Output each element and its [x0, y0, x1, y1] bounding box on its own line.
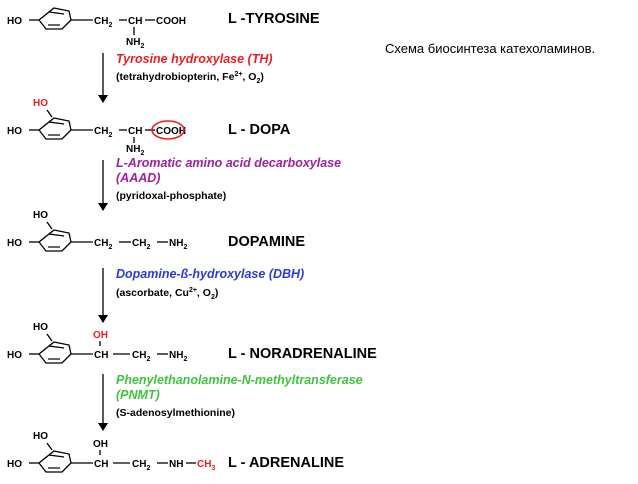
svg-text:CH2: CH2 [132, 238, 150, 251]
svg-text:CH2: CH2 [94, 16, 112, 29]
compound-name-dopa: L - DOPA [228, 122, 291, 138]
svg-text:NH2: NH2 [169, 238, 187, 251]
svg-text:HO: HO [33, 210, 48, 221]
enzyme-dbh: Dopamine-ß-hydroxylase (DBH) [116, 267, 304, 281]
svg-text:COOH: COOH [156, 126, 186, 137]
svg-text:HO: HO [7, 238, 22, 249]
svg-text:NH2: NH2 [169, 350, 187, 363]
enzyme-pnmt-abbr: (PNMT) [116, 388, 160, 402]
benzene-ring [38, 450, 72, 473]
benzene-ring [38, 117, 72, 140]
svg-text:CH2: CH2 [132, 350, 150, 363]
compound-name-noradrenaline: L - NORADRENALINE [228, 346, 377, 362]
enzyme-aaad-abbr: (AAAD) [116, 171, 160, 185]
svg-text:CH: CH [128, 16, 142, 27]
svg-text:HO: HO [7, 350, 22, 361]
svg-text:COOH: COOH [156, 16, 186, 27]
benzene-ring [38, 229, 72, 252]
compound-adrenaline: HO HO OH CH CH2 NH CH3 L - ADRENALINE [7, 431, 344, 473]
arrow-1 [98, 53, 108, 103]
arrow-2 [98, 160, 108, 211]
compound-tyrosine: HO CH2 CH COOH NH2 L -TYROSINE [7, 7, 320, 50]
compound-noradrenaline: HO HO OH CH CH2 NH2 L - NORADRENALINE [7, 322, 377, 364]
svg-text:NH: NH [169, 459, 183, 470]
svg-text:HO: HO [7, 459, 22, 470]
compound-name-tyrosine: L -TYROSINE [228, 11, 320, 27]
cofactor-pnmt: (S-adenosylmethionine) [116, 407, 235, 419]
svg-text:CH: CH [94, 350, 108, 361]
carboxyl-highlight [151, 120, 185, 140]
cofactor-dbh: (ascorbate, Cu2+, O2) [116, 287, 218, 301]
caption: Схема биосинтеза катехоламинов. [385, 41, 595, 56]
cofactor-aaad: (pyridoxal-phosphate) [116, 190, 226, 202]
tyrosine-ho: HO [7, 16, 22, 27]
svg-text:OH: OH [93, 439, 108, 450]
svg-text:CH2: CH2 [94, 126, 112, 139]
benzene-ring [38, 341, 72, 364]
arrow-4 [98, 374, 108, 431]
arrow-3 [98, 268, 108, 323]
svg-text:NH2: NH2 [126, 37, 144, 50]
benzene-ring [38, 7, 72, 30]
cofactor-th: (tetrahydrobiopterin, Fe2+, O2) [116, 71, 264, 85]
adrenaline-methyl-new: CH3 [197, 459, 215, 472]
svg-text:CH2: CH2 [94, 238, 112, 251]
compound-dopa: HO HO CH2 CH COOH NH2 L - DOPA [7, 98, 291, 157]
enzyme-aaad: L-Aromatic amino acid decarboxylase [116, 156, 341, 170]
svg-text:CH: CH [94, 459, 108, 470]
svg-text:CH: CH [128, 126, 142, 137]
compound-dopamine: HO HO CH2 CH2 NH2 DOPAMINE [7, 210, 305, 252]
dopa-oh-new: HO [33, 98, 48, 109]
enzyme-th: Tyrosine hydroxylase (TH) [116, 52, 273, 66]
compound-name-dopamine: DOPAMINE [228, 234, 305, 250]
svg-text:CH2: CH2 [132, 459, 150, 472]
svg-text:HO: HO [33, 322, 48, 333]
compound-name-adrenaline: L - ADRENALINE [228, 455, 344, 471]
svg-text:NH2: NH2 [126, 144, 144, 157]
svg-text:HO: HO [33, 431, 48, 442]
svg-text:HO: HO [7, 126, 22, 137]
noradrenaline-oh-new: OH [93, 330, 108, 341]
enzyme-pnmt: Phenylethanolamine-N-methyltransferase [116, 373, 363, 387]
